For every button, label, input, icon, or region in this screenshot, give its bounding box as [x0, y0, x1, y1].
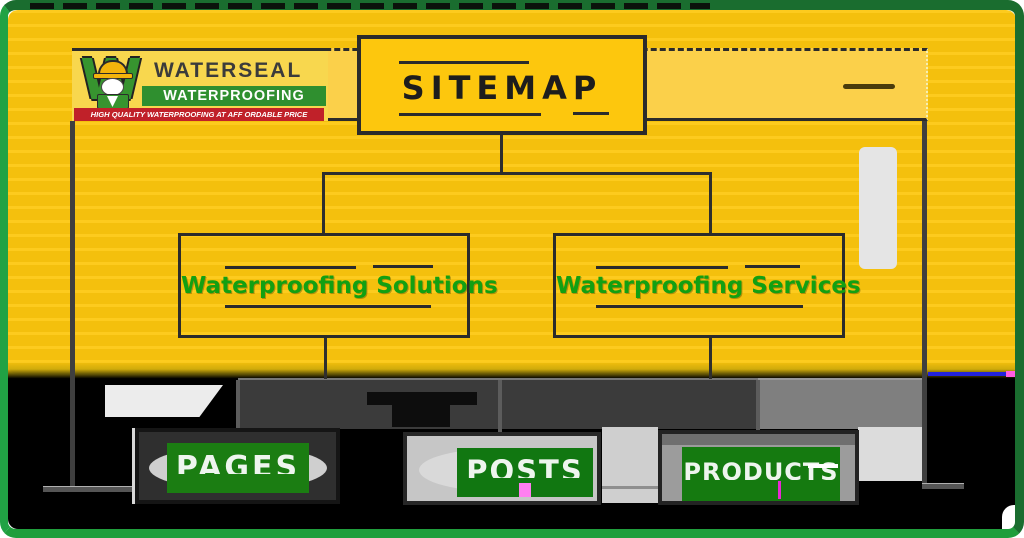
connector-right-drop: [709, 172, 712, 233]
glitch-white-dash: [808, 464, 838, 468]
connector-left-drop: [322, 172, 325, 233]
node-overline: [596, 266, 728, 269]
leaf-plate: PAGES: [167, 443, 309, 493]
node-overline-2: [373, 265, 433, 268]
glitch-strip: [169, 474, 307, 483]
node-underline: [225, 305, 431, 308]
title-underline-2: [573, 112, 609, 115]
company-logo[interactable]: W WATERSEAL WATERPROOFING HIGH QUALITY W…: [72, 48, 328, 121]
glitch-t-stem: [392, 404, 450, 427]
connector-posts-drop: [498, 380, 502, 433]
band-dash-mark: [843, 84, 895, 89]
glitch-gap-rect: [602, 427, 658, 503]
worker-body-icon: [97, 94, 129, 109]
glitch-pink-mark: [519, 483, 531, 497]
brand-subtitle: WATERPROOFING: [142, 86, 326, 106]
glitch-magenta-tip: [1006, 371, 1016, 377]
node-label: Waterproofing Solutions: [181, 273, 498, 299]
sitemap-title-box: SITEMAP: [357, 35, 647, 135]
node-underline: [596, 305, 803, 308]
glitch-light-rect: [858, 427, 922, 481]
connector-solutions-drop: [324, 338, 327, 379]
brand-name: WATERSEAL: [154, 59, 303, 82]
panel-left-foot-line: [43, 486, 138, 492]
connector-band-gray: [758, 378, 922, 429]
connector-services-drop: [709, 338, 712, 379]
connector-products-drop: [756, 380, 760, 431]
glitch-t-bar: [367, 392, 477, 405]
node-overline: [225, 266, 356, 269]
glitch-strip: [684, 480, 838, 490]
node-waterproofing-solutions[interactable]: Waterproofing Solutions: [178, 233, 498, 338]
connector-pages-drop: [236, 380, 240, 429]
corner-artifact: [1002, 505, 1024, 531]
leaf-posts-box[interactable]: POSTS: [403, 432, 601, 505]
glitch-blue-line: [928, 372, 1012, 376]
panel-left-edge-line: [70, 121, 75, 489]
connector-branch-bar: [322, 172, 712, 175]
node-waterproofing-services[interactable]: Waterproofing Services: [553, 233, 861, 338]
glitch-parallelogram: [105, 385, 223, 417]
connector-root-drop: [500, 135, 503, 173]
panel-right-edge-line: [922, 121, 927, 487]
leaf-pages-box[interactable]: PAGES: [135, 428, 340, 504]
page-title: SITEMAP: [401, 69, 603, 107]
node-overline-2: [745, 265, 800, 268]
leaf-plate: PRODUCTS: [682, 447, 840, 501]
title-underline: [399, 113, 541, 116]
node-label: Waterproofing Services: [556, 273, 861, 299]
worker-bib-icon: [107, 96, 118, 107]
leaf-top-strip: [662, 434, 855, 445]
leaf-products-box[interactable]: PRODUCTS: [658, 430, 859, 505]
brand-tagline: HIGH QUALITY WATERPROOFING AT AFF ORDABL…: [74, 108, 324, 121]
title-overline: [399, 61, 529, 64]
glitch-gap-line: [602, 486, 658, 489]
frame-top-dashes: [30, 3, 710, 9]
glitch-magenta-line: [778, 481, 781, 499]
panel-right-foot-line: [922, 483, 964, 489]
scrollbar-thumb[interactable]: [859, 147, 897, 269]
